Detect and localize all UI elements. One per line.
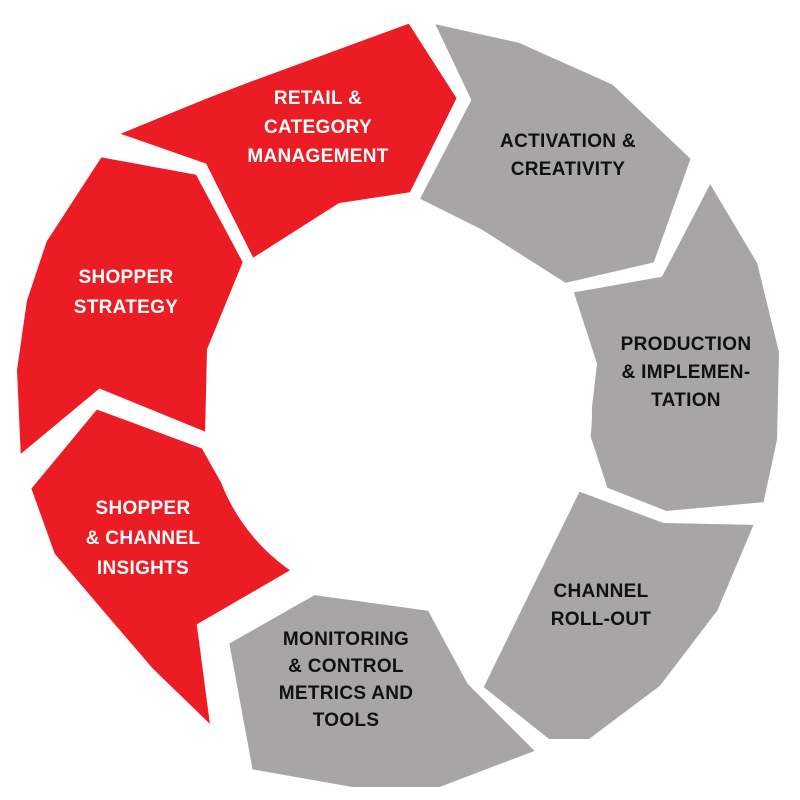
segment-shopper-channel-insights bbox=[24, 402, 306, 741]
segment-label-line: STRATEGY bbox=[74, 297, 178, 318]
segment-label-line: METRICS AND bbox=[279, 683, 414, 704]
segment-label-line: MONITORING bbox=[283, 629, 409, 650]
segment-label-line: CREATIVITY bbox=[511, 159, 626, 180]
segment-production-implementation bbox=[566, 171, 786, 518]
segment-label-line: RETAIL & bbox=[274, 88, 362, 109]
segment-label-line: CATEGORY bbox=[264, 117, 372, 138]
segment-label-retail-category-management: RETAIL & CATEGORY MANAGEMENT bbox=[247, 88, 388, 167]
segment-activation-creativity bbox=[411, 15, 698, 290]
segments-layer bbox=[10, 15, 786, 793]
segment-label-line: SHOPPER bbox=[78, 267, 173, 288]
segment-shopper-strategy bbox=[10, 150, 250, 467]
segment-channel-roll-out bbox=[476, 484, 763, 745]
segment-label-line: TATION bbox=[651, 390, 721, 411]
segment-label-line: CHANNEL bbox=[554, 581, 649, 602]
segment-label-line: MANAGEMENT bbox=[247, 146, 388, 167]
segment-label-activation-creativity: ACTIVATION & CREATIVITY bbox=[500, 131, 636, 180]
segment-label-shopper-channel-insights: SHOPPER & CHANNEL INSIGHTS bbox=[86, 498, 201, 579]
segment-label-monitoring-control: MONITORING & CONTROL METRICS AND TOOLS bbox=[279, 629, 414, 731]
segment-label-line: & IMPLEMEN- bbox=[622, 362, 751, 383]
segment-label-production-implementation: PRODUCTION & IMPLEMEN- TATION bbox=[621, 334, 752, 411]
segment-label-line: INSIGHTS bbox=[97, 558, 189, 579]
segment-retail-category-management bbox=[103, 16, 464, 267]
labels-layer: RETAIL & CATEGORY MANAGEMENT ACTIVATION & CR… bbox=[74, 88, 752, 731]
segment-label-channel-roll-out: CHANNEL ROLL-OUT bbox=[551, 581, 652, 630]
segment-label-line: SHOPPER bbox=[95, 498, 190, 519]
segment-label-line: & CHANNEL bbox=[86, 528, 201, 549]
segment-label-shopper-strategy: SHOPPER STRATEGY bbox=[74, 267, 178, 318]
center-hole bbox=[208, 221, 592, 605]
segment-label-line: TOOLS bbox=[313, 710, 380, 731]
segment-label-line: ROLL-OUT bbox=[551, 609, 652, 630]
segment-label-line: & CONTROL bbox=[288, 656, 404, 677]
segment-label-line: ACTIVATION & bbox=[500, 131, 636, 152]
segment-monitoring-control bbox=[222, 588, 546, 793]
segment-label-line: PRODUCTION bbox=[621, 334, 752, 355]
